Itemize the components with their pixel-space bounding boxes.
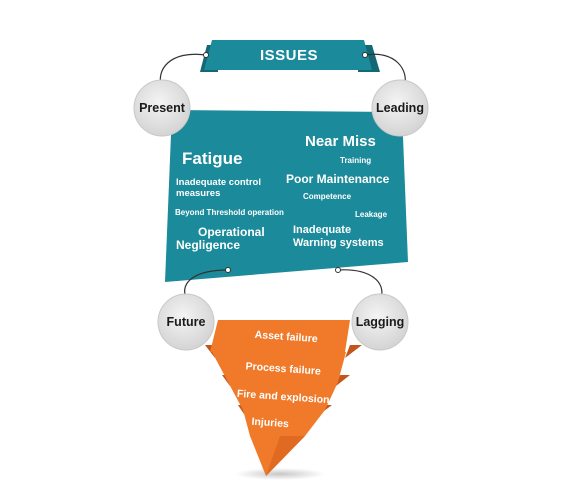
circle-lagging-label: Lagging <box>356 315 405 329</box>
connector-lagging <box>337 269 383 299</box>
funnel-tier-asset-failure: Asset failure <box>205 320 362 358</box>
funnel-tier-process-failure: Process failure <box>212 352 350 386</box>
issue-negligence: Negligence <box>176 238 240 252</box>
tier-label-asset-failure: Asset failure <box>254 329 318 345</box>
connector-dot <box>225 267 231 273</box>
circle-leading: Leading <box>371 79 429 137</box>
issue-operational: Operational <box>198 225 265 239</box>
issue-competence: Competence <box>303 192 352 201</box>
circle-lagging: Lagging <box>351 293 409 351</box>
connector-dot <box>203 52 209 58</box>
funnel-tip-shade <box>266 436 305 476</box>
funnel-shadow <box>235 468 325 480</box>
circle-leading-label: Leading <box>376 101 424 115</box>
issue-inadequate-control-line1: Inadequate control <box>176 177 261 188</box>
connector-dot <box>362 52 368 58</box>
circle-future-label: Future <box>167 315 206 329</box>
circle-present-label: Present <box>139 101 186 115</box>
issue-near-miss: Near Miss <box>305 133 376 150</box>
connector-dot <box>335 267 341 273</box>
issue-leakage: Leakage <box>355 210 388 219</box>
funnel-tier-fire-explosion: Fire and explosion <box>228 382 338 414</box>
tier-label-injuries: Injuries <box>251 416 289 431</box>
issue-inadequate-warning-line2: Warning systems <box>293 237 384 249</box>
issues-banner: ISSUES <box>200 40 380 72</box>
circle-present: Present <box>133 79 191 137</box>
issue-fatigue: Fatigue <box>182 149 242 168</box>
issues-title: ISSUES <box>260 47 318 64</box>
circle-future: Future <box>157 293 215 351</box>
issue-inadequate-control-line2: measures <box>176 188 220 199</box>
issue-poor-maintenance: Poor Maintenance <box>286 172 390 186</box>
issue-training: Training <box>340 156 371 165</box>
issue-beyond-threshold: Beyond Threshold operation <box>175 208 284 217</box>
issues-panel-body <box>165 110 408 282</box>
tier-label-process-failure: Process failure <box>245 360 321 377</box>
issue-inadequate-warning-line1: Inadequate <box>293 224 351 236</box>
funnel-tier-injuries: Injuries <box>243 410 325 436</box>
issues-banner-body <box>204 40 372 70</box>
